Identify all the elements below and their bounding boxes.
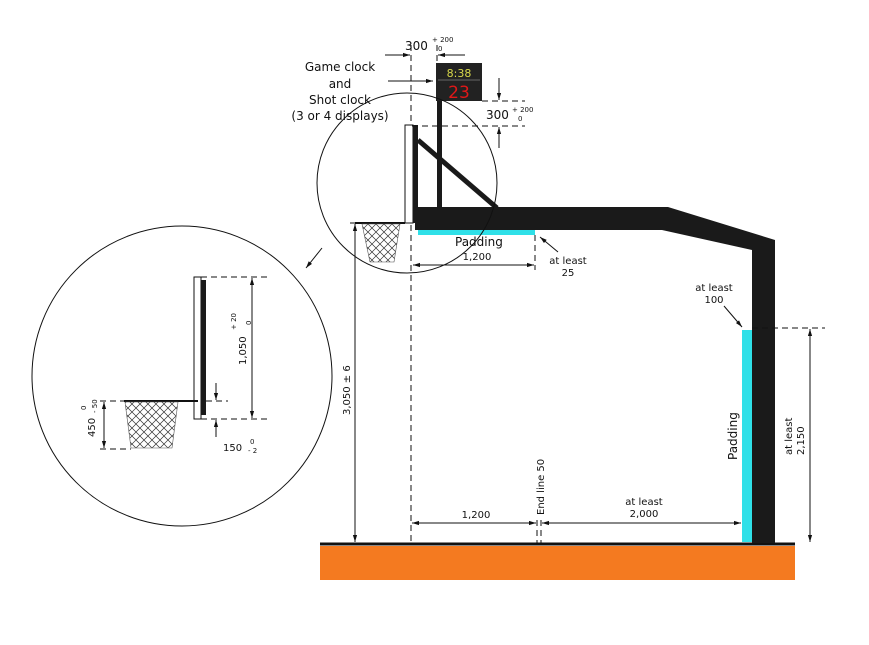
detail-net-tol: - 50 [91, 399, 99, 413]
detail-pointer-arrow [305, 247, 323, 269]
detail-net-tol: 0 [80, 406, 88, 410]
game-clock-display: 8:38 [447, 67, 472, 80]
clock-title: Shot clock [309, 93, 371, 107]
detail-backboard [124, 276, 206, 449]
boom-padding [418, 230, 535, 235]
pole-padding-height: 2,150 [796, 426, 807, 455]
clock-offset-tol: 0 [438, 45, 442, 53]
pole-padding-height: at least [784, 418, 795, 455]
game-and-shot-clock: 8:38 23 [436, 63, 482, 103]
court-floor [320, 546, 795, 580]
clock-offset-dim: 300 [405, 39, 428, 53]
end-line-label: End line 50 [536, 459, 547, 515]
clock-height-dim: 300 [486, 108, 509, 122]
floor-dim-right: 2,000 [630, 509, 659, 520]
detail-circle [31, 225, 333, 527]
detail-rim-offset: 150 [223, 443, 242, 454]
detail-rim-tol: 0 [250, 438, 254, 446]
clock-height-tol: + 200 [512, 106, 533, 114]
rim-height-dim: 3,050 ± 6 [342, 365, 353, 415]
floor-dim-right: at least [625, 497, 662, 508]
clock-title: Game clock [305, 60, 375, 74]
pole-padding-label: Padding [726, 412, 740, 460]
detail-callout-circle [316, 92, 498, 274]
clock-height-tol: 0 [518, 115, 522, 123]
detail-rim-tol: - 2 [248, 447, 257, 455]
detail-board-tol: 0 [245, 321, 253, 325]
clock-title: and [329, 77, 352, 91]
boom-dim: 1,200 [463, 252, 492, 263]
dim-arrow [723, 305, 743, 328]
boom-padding-min: at least [549, 256, 586, 267]
boom-padding-label: Padding [455, 235, 503, 249]
clock-offset-tol: + 200 [432, 36, 453, 44]
detail-board-height: 1,050 [238, 336, 249, 365]
pole-padding-min: at least [695, 283, 732, 294]
detail-board-tol: + 20 [230, 313, 238, 330]
boom-padding-min: 25 [562, 268, 575, 279]
detail-net-dim: 450 [87, 418, 98, 437]
shot-clock-display: 23 [448, 83, 470, 103]
net [361, 223, 401, 263]
clock-title: (3 or 4 displays) [291, 109, 388, 123]
backstop-structure [404, 100, 775, 543]
floor-dim-left: 1,200 [462, 510, 491, 521]
pole-padding-min: 100 [704, 295, 723, 306]
dim-arrow [539, 236, 559, 253]
pole-padding [742, 330, 752, 542]
